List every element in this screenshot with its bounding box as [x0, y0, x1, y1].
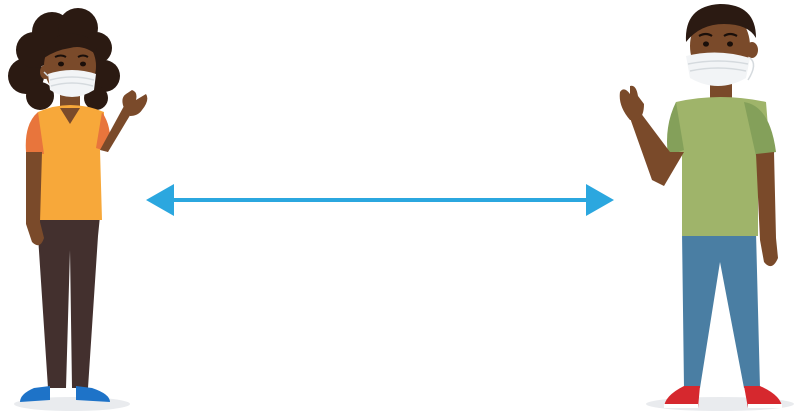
pants [682, 232, 760, 388]
sleeve-right [744, 102, 776, 156]
arm-left [26, 152, 44, 246]
shirt [36, 105, 104, 220]
arm-left [630, 112, 684, 186]
eye-left [703, 41, 709, 47]
eye-left [58, 61, 64, 67]
arm-right [100, 106, 132, 152]
pants [38, 216, 100, 388]
eye-right [80, 61, 86, 67]
face-mask-icon [686, 52, 750, 86]
sleeve-left [667, 102, 684, 156]
hair [685, 4, 756, 42]
eye-right [727, 41, 733, 47]
shoe-right [76, 386, 110, 402]
hair-fringe [44, 33, 98, 58]
shoe-left [664, 386, 700, 408]
sleeve-left [25, 112, 44, 154]
waving-hand-icon [619, 85, 644, 120]
waving-hand-icon [122, 90, 148, 116]
shoe-left [20, 386, 50, 402]
double-headed-arrow-icon [146, 184, 614, 216]
man-wearing-face-mask-waving-icon [619, 4, 794, 411]
shoe-right [744, 386, 782, 408]
woman-wearing-face-mask-waving-icon [8, 8, 148, 411]
arm-right [756, 152, 778, 267]
shirt [670, 97, 770, 236]
